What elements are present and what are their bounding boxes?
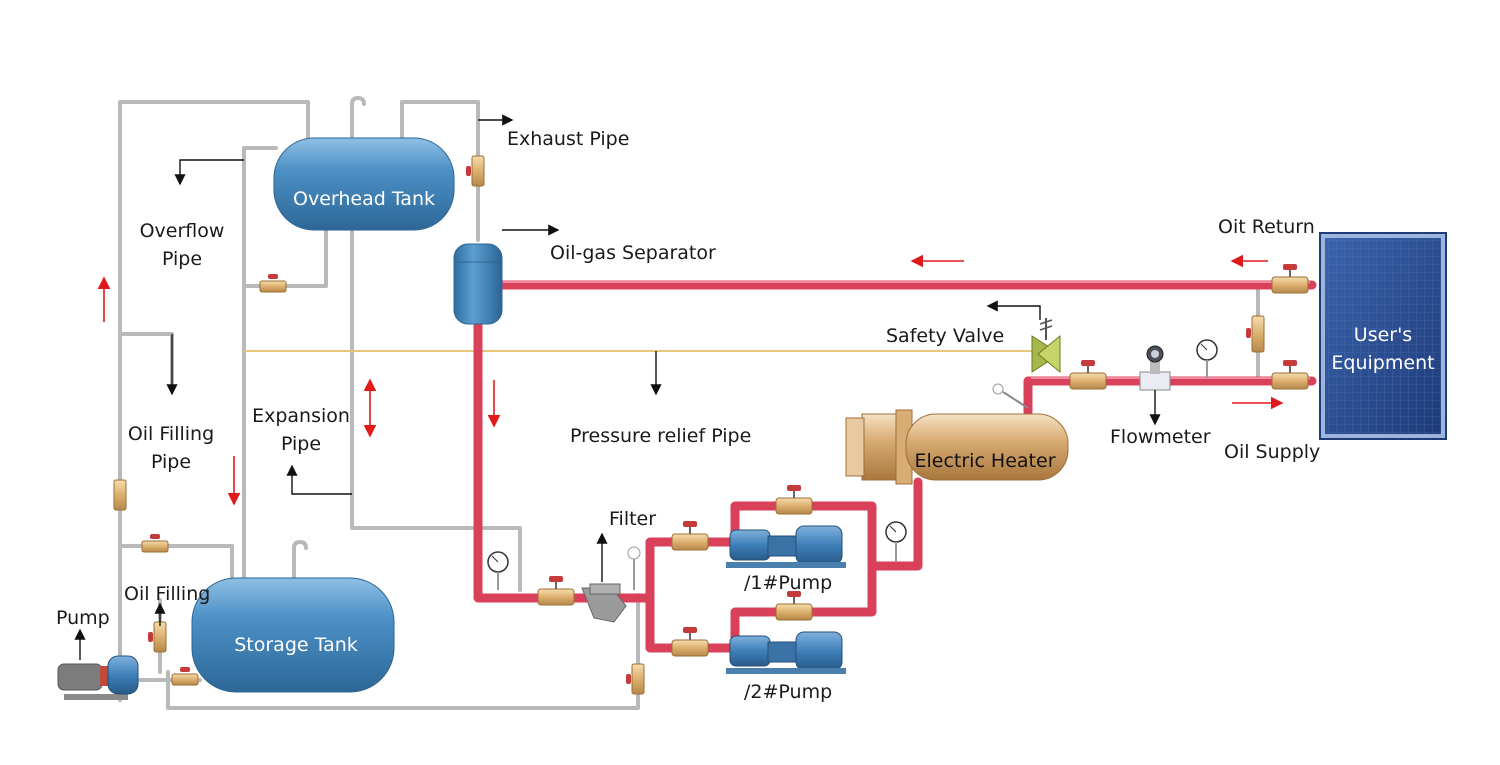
pump-2 [726,631,846,674]
pump2-label: /2#Pump [744,681,832,703]
filling-pump [57,655,139,700]
oil-filling-label: Oil Filling [124,583,210,605]
valve-icon [775,591,813,621]
storage-tank-label: Storage Tank [234,634,358,656]
oil-filling-pipe-label-line1: Oil Filling [128,423,214,445]
valve-icon [1271,264,1309,294]
valve-icon [775,485,813,515]
valve-icon [148,621,167,653]
users-equipment-label-line1: User's [1354,324,1412,346]
valve-icon [1246,315,1265,353]
safety-valve-label: Safety Valve [886,325,1004,347]
overhead-tank-label: Overhead Tank [293,188,435,210]
valve-icon [1069,360,1107,390]
oil-gas-separator [453,243,503,325]
labels: Exhaust Pipe Oil-gas Separator Overflow … [56,128,1320,703]
valve-icon [113,479,127,511]
oil-supply-label: Oil Supply [1224,441,1320,463]
valve-icon [1271,360,1309,390]
oil-filling-pipe-label-line2: Pipe [151,451,191,473]
valve-icon [466,155,485,187]
overhead-tank: Overhead Tank [273,137,455,231]
electric-heater-label: Electric Heater [914,450,1055,472]
valve-icon [171,667,199,686]
valve-icon [537,576,575,606]
filter-label: Filter [609,508,656,530]
electric-heater: Electric Heater [845,409,1069,485]
filter [581,546,641,623]
gauge-icon [885,521,907,562]
gauge-icon [487,551,509,590]
overflow-pipe-label-line1: Overflow [140,220,225,242]
pump-1 [726,525,846,568]
storage-tank: Storage Tank [191,577,395,693]
flow-direction-arrows [97,254,1284,506]
valve-icon [259,274,287,293]
pressure-relief-pipe-label: Pressure relief Pipe [570,425,751,447]
flowmeter-label: Flowmeter [1110,426,1211,448]
callout-arrows [74,114,1161,660]
safety-valve [992,318,1061,409]
pressure-gauges [487,339,1218,590]
flowmeter-device [1139,345,1171,391]
users-equipment: User's Equipment [1319,232,1447,440]
exhaust-pipe-label: Exhaust Pipe [507,128,629,150]
oil-gas-separator-label: Oil-gas Separator [550,242,716,264]
valves [113,155,1309,695]
valve-icon [141,534,169,553]
pump1-label: /1#Pump [744,572,832,594]
valve-icon [671,521,709,551]
oil-return-label: Oit Return [1218,216,1315,238]
pump-label: Pump [56,607,110,629]
overflow-pipe-label-line2: Pipe [162,248,202,270]
valve-icon [671,627,709,657]
users-equipment-label-line2: Equipment [1331,352,1434,374]
expansion-pipe-label-line2: Pipe [281,433,321,455]
gauge-icon [1196,339,1218,378]
expansion-pipe-label-line1: Expansion [252,405,350,427]
valve-icon [626,663,645,695]
